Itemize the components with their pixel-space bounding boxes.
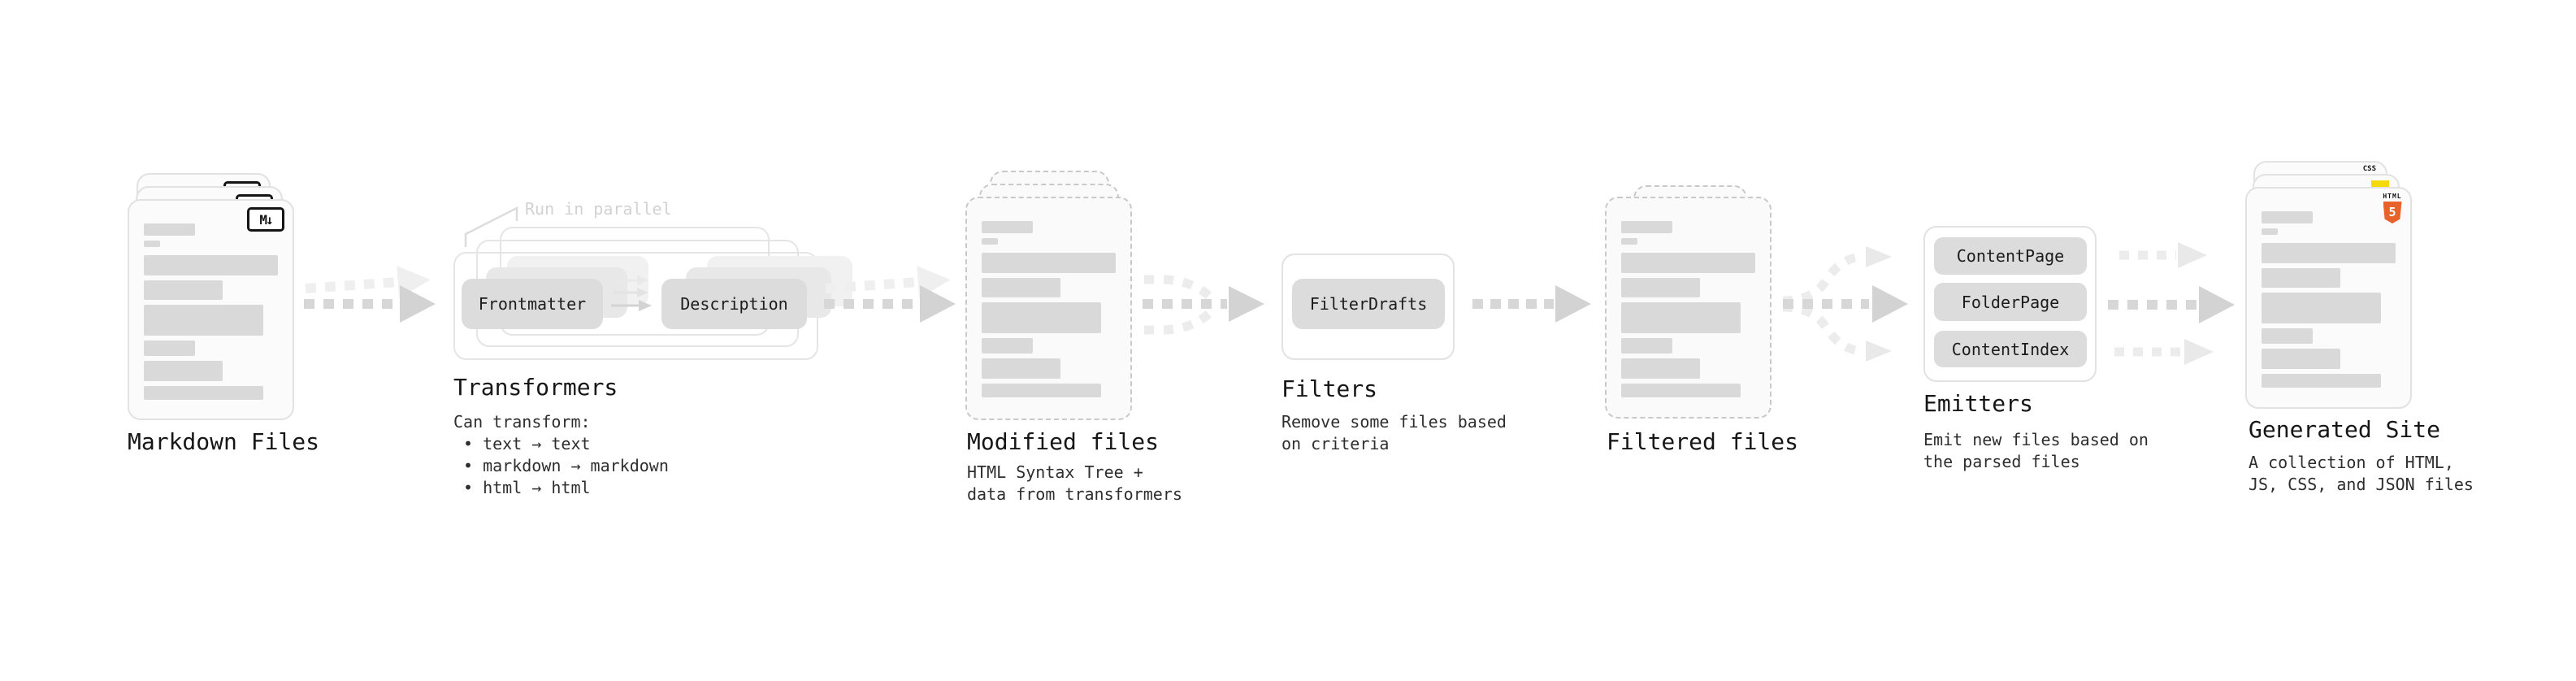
html5-logo-word: HTML — [2383, 193, 2402, 200]
note-leader-line — [464, 206, 518, 247]
mini-transform-arrows-icon — [611, 275, 652, 311]
skeleton-bar — [144, 223, 195, 236]
transformers-bullet: • text → text — [463, 434, 591, 453]
modified-files-caption: data from transformers — [967, 484, 1182, 504]
transformers-bullet: • html → html — [463, 478, 591, 497]
skeleton-bar — [1621, 238, 1637, 245]
html5-logo-shield: 5 — [2383, 202, 2402, 223]
skeleton-bar — [982, 253, 1116, 273]
file-content-skeleton — [2262, 211, 2396, 388]
file-content-skeleton — [1621, 221, 1755, 397]
emitter-chip-contentpage: ContentPage — [1934, 237, 2087, 275]
filters-caption: Remove some files based — [1281, 412, 1507, 432]
skeleton-bar — [1621, 338, 1672, 354]
skeleton-bar — [144, 305, 263, 336]
skeleton-bar — [1621, 302, 1741, 333]
file-content-skeleton — [144, 223, 278, 400]
flow-arrow-icon — [304, 266, 436, 323]
skeleton-bar — [2262, 293, 2381, 323]
generated-site-caption: A collection of HTML, — [2249, 453, 2454, 472]
emitter-chip-folderpage: FolderPage — [1934, 283, 2087, 321]
skeleton-bar — [2262, 211, 2313, 223]
skeleton-bar — [144, 255, 278, 275]
file-card-front — [965, 197, 1132, 420]
flow-arrow-light-icon — [2114, 339, 2214, 365]
skeleton-bar — [982, 221, 1033, 233]
node-title-filters: Filters — [1281, 375, 1378, 402]
node-title-generated-site: Generated Site — [2249, 416, 2441, 443]
skeleton-bar — [2262, 349, 2340, 369]
skeleton-bar — [144, 241, 160, 247]
html5-logo-number: 5 — [2388, 205, 2396, 219]
skeleton-bar — [144, 340, 195, 356]
node-title-transformers: Transformers — [453, 374, 618, 401]
skeleton-bar — [982, 384, 1101, 397]
generated-site-caption: JS, CSS, and JSON files — [2249, 475, 2474, 494]
markdown-badge-icon: M↓ — [247, 207, 284, 232]
file-card-front — [1605, 197, 1772, 419]
skeleton-bar — [982, 302, 1101, 333]
skeleton-bar — [144, 361, 223, 381]
emitter-chip-contentindex: ContentIndex — [1934, 331, 2087, 367]
emitters-caption: the parsed files — [1923, 452, 2080, 471]
flow-arrow-light-icon — [2119, 242, 2207, 268]
skeleton-bar — [144, 386, 263, 400]
filters-caption: on criteria — [1281, 434, 1390, 453]
skeleton-bar — [2262, 243, 2396, 263]
skeleton-bar — [2262, 374, 2381, 388]
file-card-front: HTML 5 — [2245, 187, 2412, 409]
skeleton-bar — [2262, 228, 2278, 235]
skeleton-bar — [982, 338, 1033, 354]
file-card-front: M↓ — [128, 199, 294, 420]
flow-arrow-icon — [824, 266, 956, 323]
skeleton-bar — [1621, 358, 1700, 379]
modified-files-caption: HTML Syntax Tree + — [967, 462, 1143, 482]
skeleton-bar — [144, 280, 223, 300]
skeleton-bar — [2262, 328, 2313, 344]
node-title-emitters: Emitters — [1923, 390, 2033, 417]
transformers-bullet: • markdown → markdown — [463, 456, 669, 475]
run-in-parallel-note: Run in parallel — [525, 199, 672, 219]
flow-arrow-icon — [1472, 285, 1591, 323]
skeleton-bar — [982, 358, 1060, 379]
file-content-skeleton — [982, 221, 1116, 397]
fan-out-arrow-icon — [1782, 246, 1908, 362]
skeleton-bar — [982, 278, 1060, 297]
skeleton-bar — [1621, 278, 1700, 297]
skeleton-bar — [1621, 253, 1755, 273]
html5-logo-icon: HTML 5 — [2382, 193, 2403, 223]
transformer-chip-description: Description — [661, 279, 807, 329]
filter-chip-filterdrafts: FilterDrafts — [1292, 279, 1445, 329]
skeleton-bar — [1621, 221, 1672, 233]
skeleton-bar — [982, 238, 998, 245]
node-title-markdown-files: Markdown Files — [128, 428, 320, 455]
skeleton-bar — [2262, 268, 2340, 288]
skeleton-bar — [1621, 384, 1741, 397]
transformers-caption: Can transform: — [453, 412, 591, 432]
emitters-caption: Emit new files based on — [1923, 430, 2149, 449]
node-title-modified-files: Modified files — [967, 428, 1160, 455]
flow-arrow-icon — [2108, 286, 2235, 323]
node-title-filtered-files: Filtered files — [1607, 428, 1799, 455]
transformer-chip-frontmatter: Frontmatter — [462, 279, 603, 329]
fan-in-arrow-icon — [1143, 275, 1264, 335]
